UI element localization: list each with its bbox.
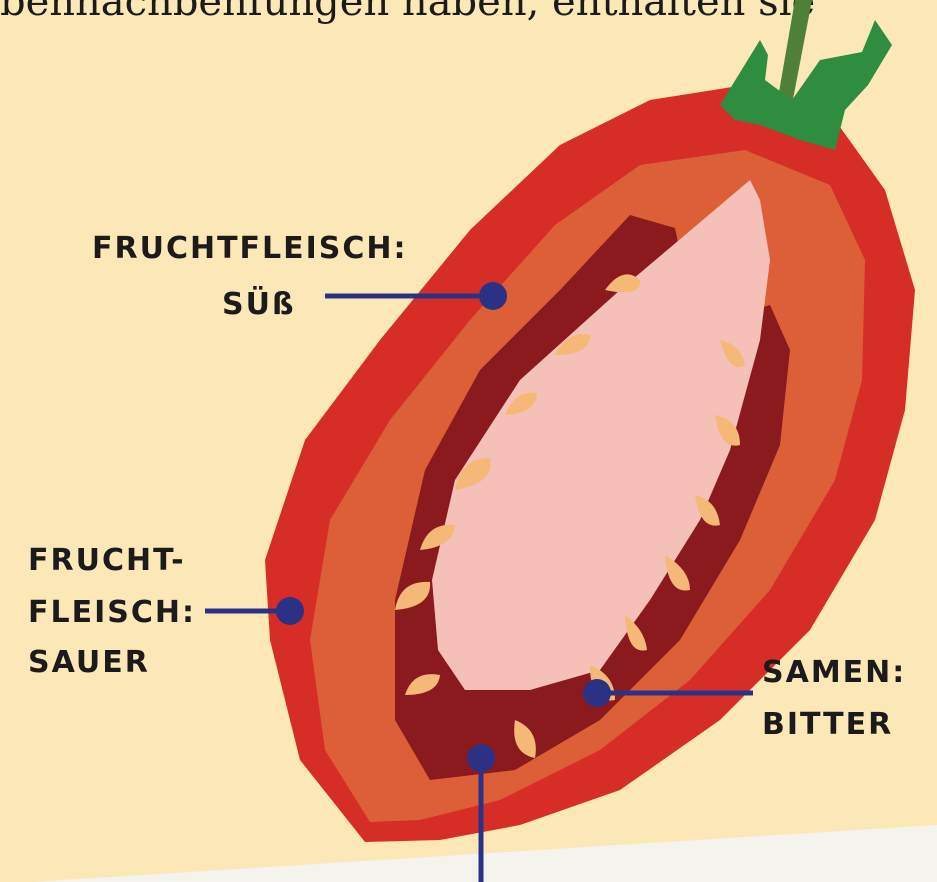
header-text-fragment: bennachbenfungen haben, enthalten sie bbox=[0, 0, 815, 25]
label-line: FRUCHT- bbox=[28, 543, 186, 578]
label-line: BITTER bbox=[762, 707, 893, 742]
marker-dot bbox=[479, 282, 507, 310]
label-line: FLEISCH: bbox=[28, 595, 196, 630]
marker-dot bbox=[276, 597, 304, 625]
label-line: SAUER bbox=[28, 645, 150, 680]
label-line: FRUCHTFLEISCH: bbox=[92, 231, 408, 266]
label-line: SAMEN: bbox=[762, 655, 906, 690]
marker-dot bbox=[467, 744, 495, 772]
label-line: SÜß bbox=[222, 285, 296, 322]
marker-dot bbox=[583, 679, 611, 707]
